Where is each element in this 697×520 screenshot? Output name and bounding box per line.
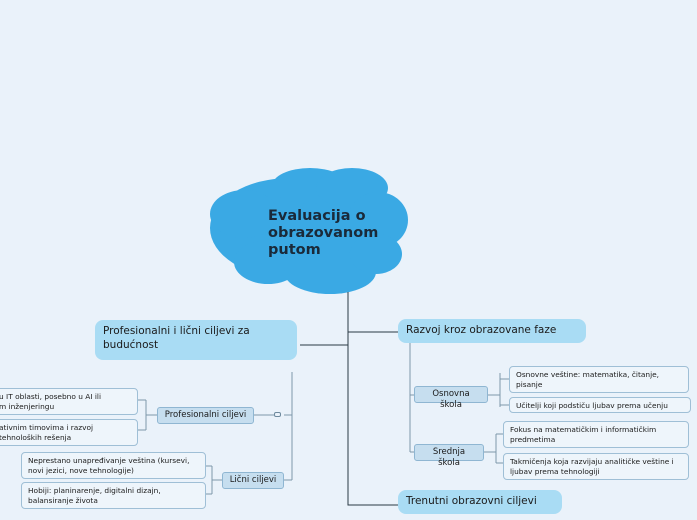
topic-osnovna-skola[interactable]: Osnovna škola [414,386,488,410]
leaf-hobiji[interactable]: Hobiji: planinarenje, digitalni dizajn, … [21,482,206,509]
leaf-fokus-matematika[interactable]: Fokus na matematičkim i informatičkim pr… [503,421,689,448]
central-topic[interactable]: Evaluacija o obrazovanom putom [268,208,379,258]
topic-srednja-skola[interactable]: Srednja škola [414,444,484,468]
leaf-timovi[interactable]: ativnim timovima i razvoj tehnoloških re… [0,419,138,446]
collapse-toggle-icon[interactable] [274,412,281,417]
branch-razvoj-kroz-obrazovane-faze[interactable]: Razvoj kroz obrazovane faze [398,319,586,343]
branch-trenutni-obrazovni-ciljevi[interactable]: Trenutni obrazovni ciljevi [398,490,562,514]
topic-profesionalni-ciljevi[interactable]: Profesionalni ciljevi [157,407,254,424]
cloud-shape [210,168,408,294]
topic-licni-ciljevi[interactable]: Lični ciljevi [222,472,284,489]
leaf-unapredjivanje-vestina[interactable]: Neprestano unapređivanje veština (kursev… [21,452,206,479]
leaf-ucitelji[interactable]: Učitelji koji podstiču ljubav prema učen… [509,397,691,413]
leaf-osnovne-vestine[interactable]: Osnovne veštine: matematika, čitanje, pi… [509,366,689,393]
leaf-it-oblast[interactable]: u IT oblasti, posebno u AI ili m inženje… [0,388,138,415]
branch-profesionalni-i-licni-ciljevi[interactable]: Profesionalni i lični ciljevi za budućno… [95,320,297,360]
leaf-takmicenja[interactable]: Takmičenja koja razvijaju analitičke veš… [503,453,689,480]
